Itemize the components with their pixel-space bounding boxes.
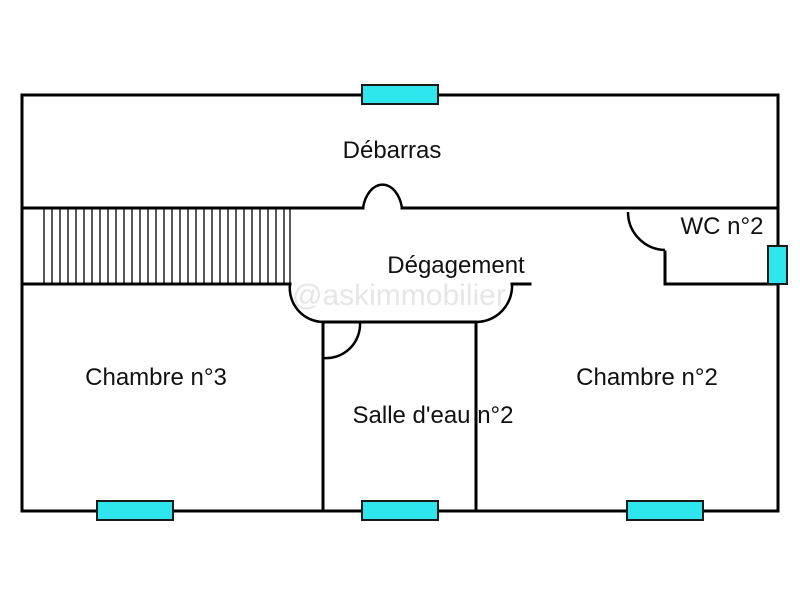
room-label-debarras: Débarras [343,137,442,164]
window-chambre3 [96,500,174,521]
window-top [361,84,439,105]
room-label-wc: WC n°2 [681,213,764,240]
chambre3-door-swing-top [288,283,324,324]
wc-door-swing [626,211,666,252]
room-label-chambre3: Chambre n°3 [85,364,227,391]
room-label-degagement: Dégagement [387,252,525,279]
window-salle-eau [361,500,439,521]
window-chambre2 [626,500,704,521]
debarras-door-swing [361,183,404,209]
chambre3-door-swing-bottom [322,321,362,360]
room-label-salle-eau: Salle d'eau n°2 [353,402,514,429]
staircase [43,207,291,285]
chambre2-door-swing [475,283,514,324]
window-wc [767,245,788,285]
room-label-chambre2: Chambre n°2 [576,364,718,391]
watermark-text: @askimmobilier [292,279,506,312]
